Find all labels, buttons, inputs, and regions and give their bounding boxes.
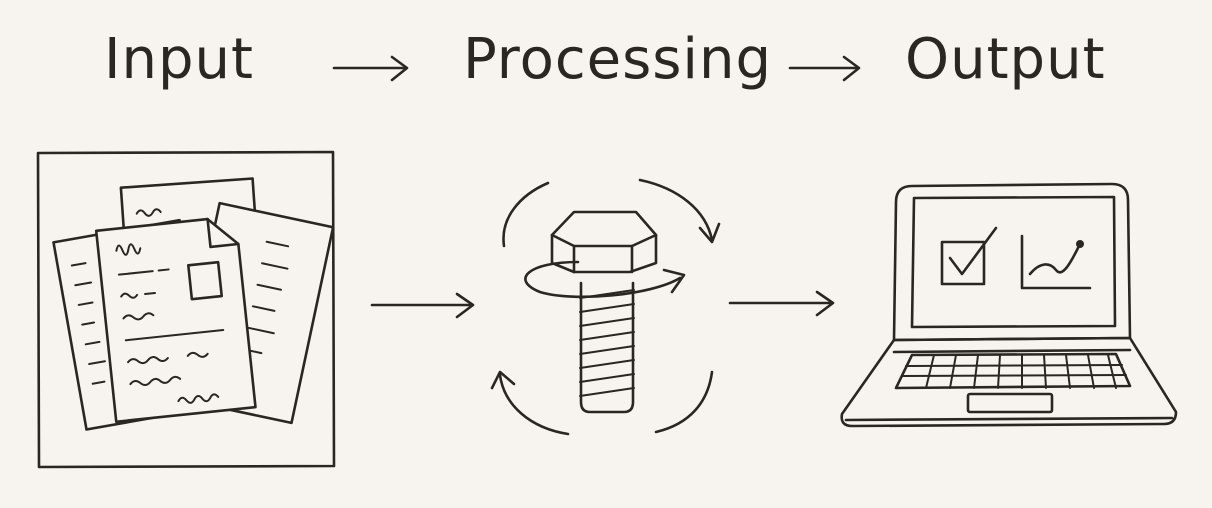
step-title-input: Input (104, 27, 255, 92)
title-arrow-2 (788, 55, 861, 82)
step-title-output: Output (905, 27, 1106, 92)
title-arrow-1 (332, 55, 409, 82)
arrow-input-processing (370, 292, 475, 319)
documents-icon (36, 150, 336, 469)
bolt-icon (490, 178, 721, 436)
arrow-processing-output (728, 290, 835, 317)
laptop-icon (840, 182, 1178, 428)
step-title-processing: Processing (463, 27, 773, 92)
